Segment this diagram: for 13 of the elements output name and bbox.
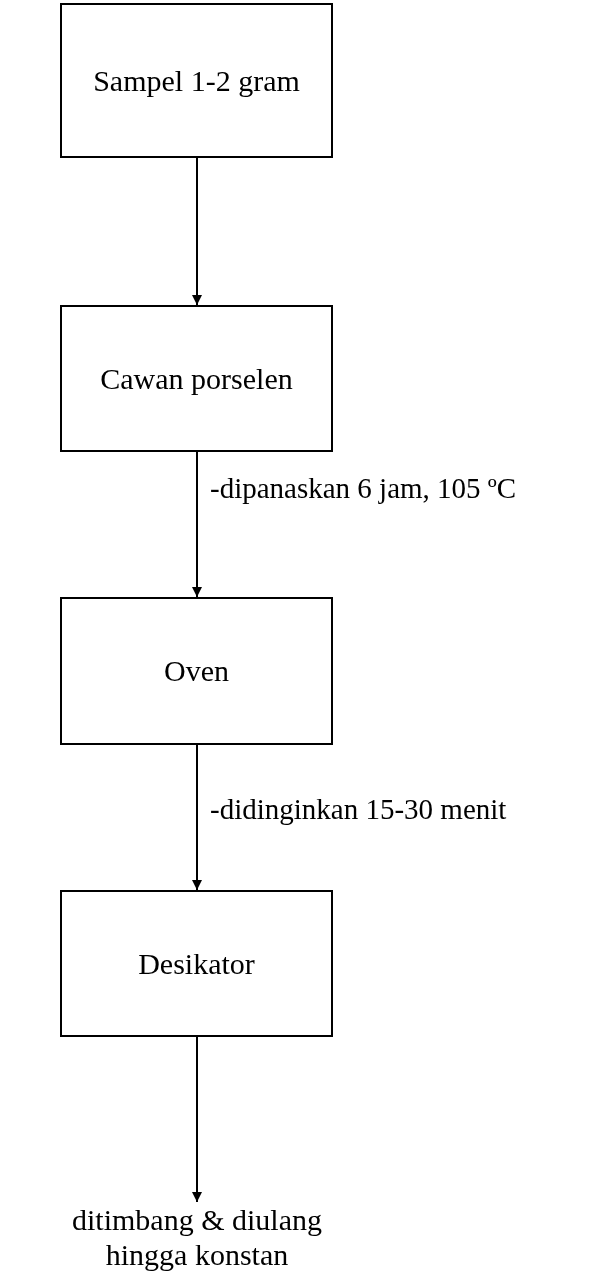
result-text: ditimbang & diulang hingga konstan [71, 1201, 323, 1273]
arrow [192, 157, 202, 306]
process-box [60, 890, 333, 1037]
box-label: Sampel 1-2 gram [93, 62, 300, 99]
arrow [192, 744, 202, 891]
process-box [60, 3, 333, 158]
box-label: Oven [164, 653, 229, 689]
arrow [192, 1036, 202, 1203]
process-box [60, 305, 333, 452]
process-box [60, 597, 333, 745]
arrow [192, 451, 202, 598]
box-label: Desikator [138, 945, 255, 982]
box-label: Cawan porselen [100, 360, 293, 397]
